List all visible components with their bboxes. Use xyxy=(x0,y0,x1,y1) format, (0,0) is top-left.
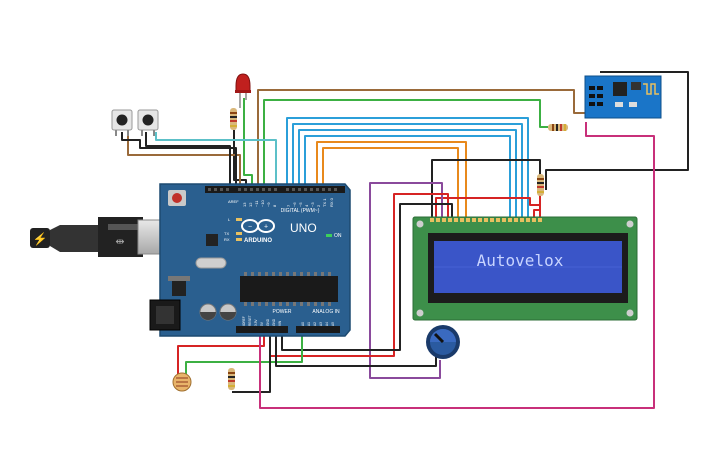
pin-label-gnd-1: GND xyxy=(266,318,270,326)
wire-black-esp-right xyxy=(545,71,689,190)
pin-label-a2: A2 xyxy=(313,322,317,326)
pin-label-13: 13 xyxy=(242,202,247,207)
wire-purple xyxy=(369,182,443,379)
l-label: L xyxy=(228,217,231,222)
pin-label-ioref: IOREF xyxy=(242,316,246,326)
push-button-1[interactable] xyxy=(111,109,133,136)
pin-label-11: ~11 xyxy=(254,200,259,207)
wire-black-button xyxy=(121,132,237,188)
wires xyxy=(121,71,689,409)
on-label: ON xyxy=(334,233,342,239)
wire-magenta xyxy=(259,122,655,409)
pin-label-a3: A3 xyxy=(319,322,323,326)
wire-brown-esp xyxy=(257,89,595,188)
pin-label-12: 12 xyxy=(248,202,253,207)
pin-label-7: 7 xyxy=(286,204,291,207)
potentiometer[interactable] xyxy=(426,325,460,359)
arduino-uno-board[interactable]: AREF DIGITAL (PWM~) 13 12 ~11 ~10 ~9 8 7… xyxy=(149,183,351,337)
pin-label-a1: A1 xyxy=(307,322,311,326)
pin-label-a0: A0 xyxy=(301,322,305,326)
digital-header-pins xyxy=(208,188,337,191)
atmega-chip xyxy=(240,276,338,302)
resistor-lcd[interactable] xyxy=(537,174,544,196)
pin-label-a4: A4 xyxy=(325,322,329,326)
wire-blue-2 xyxy=(292,123,523,218)
lcd-text: Autovelox xyxy=(477,251,564,270)
pin-label-3v3: 3.3V xyxy=(254,319,258,326)
pin-label-3: ~3 xyxy=(310,202,315,207)
svg-text:−: − xyxy=(248,224,252,231)
pin-label-reset: RESET xyxy=(248,315,252,326)
pin-label-tx: TX 1 xyxy=(322,198,327,207)
wire-orange-2 xyxy=(322,147,459,218)
pin-label-2: 2 xyxy=(316,204,321,207)
svg-text:+: + xyxy=(264,224,268,231)
power-label: POWER xyxy=(273,309,292,315)
red-led[interactable] xyxy=(235,73,251,108)
model-label: UNO xyxy=(290,221,317,235)
push-button-2[interactable] xyxy=(137,109,159,136)
digital-label: DIGITAL (PWM~) xyxy=(281,208,320,214)
brand-label: ARDUINO xyxy=(244,238,272,244)
wire-green-esp xyxy=(263,99,548,188)
photoresistor[interactable] xyxy=(172,372,192,392)
esp8266-module[interactable] xyxy=(584,75,662,119)
wire-teal-button xyxy=(155,132,277,188)
wire-blue-4 xyxy=(304,135,511,218)
pin-label-5v: 5V xyxy=(260,321,264,326)
wire-green-a0 xyxy=(185,330,303,378)
aref-label: AREF xyxy=(228,199,239,204)
pin-label-a5: A5 xyxy=(331,322,335,326)
wire-red-ldr xyxy=(177,330,265,378)
wire-green-led xyxy=(243,98,253,188)
wire-red-right xyxy=(533,195,541,218)
wire-black-gnd xyxy=(281,203,453,351)
rx-label: RX xyxy=(224,237,230,242)
pin-label-10: ~10 xyxy=(260,199,265,207)
resistor-led[interactable] xyxy=(230,108,237,130)
pin-label-vin: VIN xyxy=(278,320,282,326)
wire-black-button2 xyxy=(145,132,231,188)
wire-blue-1 xyxy=(286,117,529,218)
wire-black-pot1 xyxy=(275,330,437,367)
wire-blue-3 xyxy=(298,129,517,218)
wire-black-top xyxy=(431,159,541,218)
pin-label-gnd-2: GND xyxy=(272,318,276,326)
arduino-logo-icon: − + xyxy=(241,219,275,233)
pin-label-4: 4 xyxy=(304,204,309,207)
lcd-16x2[interactable]: Autovelox xyxy=(412,216,638,321)
resistor-ldr[interactable] xyxy=(228,368,235,390)
usb-icon: ⇹ xyxy=(115,236,124,248)
pin-label-5: ~5 xyxy=(298,202,303,207)
pin-label-8: 8 xyxy=(272,204,277,207)
wire-orange-1 xyxy=(316,141,467,218)
analog-label: ANALOG IN xyxy=(312,309,340,315)
pin-label-9: ~9 xyxy=(266,202,271,207)
tx-label: TX xyxy=(224,231,229,236)
lightning-icon: ⚡ xyxy=(33,232,48,246)
resistor-esp[interactable] xyxy=(548,124,568,131)
pin-label-6: ~6 xyxy=(292,202,297,207)
wire-black-pot2 xyxy=(232,330,271,393)
wire-brown-button xyxy=(127,132,241,188)
usb-cable: ⚡ ⇹ xyxy=(30,217,169,257)
pin-label-rx: RX 0 xyxy=(329,197,334,207)
